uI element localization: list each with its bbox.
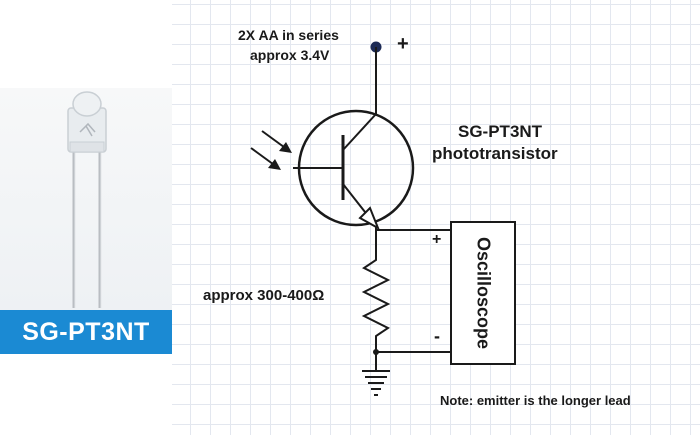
- part-type-label: phototransistor: [432, 144, 558, 163]
- oscilloscope-minus-sign: -: [434, 326, 440, 346]
- oscilloscope-plus-sign: +: [432, 231, 442, 248]
- emitter-note: Note: emitter is the longer lead: [440, 393, 631, 408]
- transistor-icon: [293, 109, 415, 231]
- emitter-wire: [375, 226, 452, 253]
- schematic-grid-background: [172, 0, 700, 435]
- part-name-label: SG-PT3NT: [458, 122, 543, 141]
- battery-label-line1: 2X AA in series: [238, 27, 339, 43]
- oscilloscope-box: [450, 221, 516, 365]
- supply-terminal: [370, 41, 382, 114]
- resistor-icon: [361, 253, 391, 352]
- phototransistor-component-icon: [67, 91, 107, 308]
- ground-wire: [373, 349, 452, 370]
- product-label-bar: SG-PT3NT: [0, 310, 172, 354]
- oscilloscope-label: Oscilloscope: [473, 236, 494, 350]
- light-arrows-icon: [250, 130, 292, 170]
- resistor-label: approx 300-400Ω: [203, 287, 325, 304]
- battery-label-line2: approx 3.4V: [250, 47, 330, 63]
- product-label: SG-PT3NT: [22, 317, 150, 346]
- supply-plus-sign: +: [397, 33, 409, 55]
- ground-icon: [362, 370, 390, 396]
